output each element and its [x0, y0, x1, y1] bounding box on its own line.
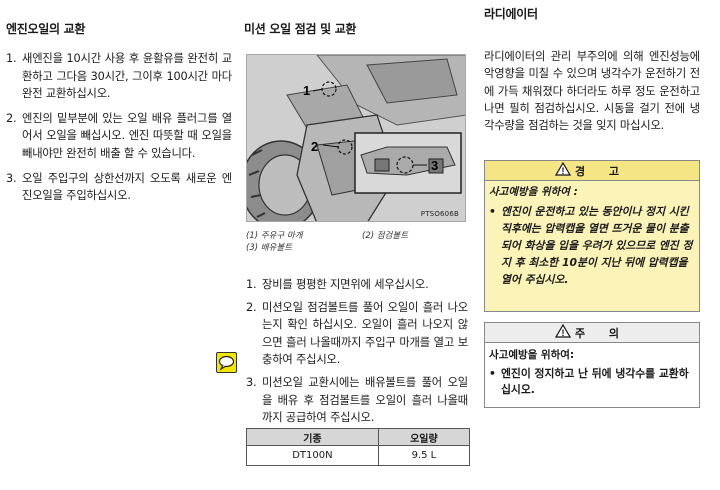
- caution-subheading: 사고예방을 위하여:: [489, 349, 575, 361]
- table-cell-oil-amount: 9.5 L: [377, 445, 471, 466]
- caution-box: ! 주 의 사고예방을 위하여: 엔진이 정지하고 난 뒤에 냉각수를 교환하십…: [484, 322, 700, 408]
- caption-1: (1) 주유구 마개: [246, 231, 303, 241]
- table-row: DT100N 9.5 L: [246, 445, 471, 466]
- warning-triangle-icon: !: [554, 161, 571, 179]
- caution-triangle-icon: !: [554, 323, 571, 341]
- list-item: 엔진이 운전하고 있는 동안이나 정지 시킨 직후에는 압력캡을 열면 뜨거운 …: [489, 203, 693, 288]
- radiator-title: 라디에이터: [484, 7, 538, 21]
- transmission-steps: 1.장비를 평평한 지면위에 세우십시오. 2.미션오일 점검볼트를 풀어 오일…: [246, 276, 468, 432]
- caption-2: (2) 점검볼트: [362, 231, 409, 241]
- caution-heading: ! 주 의: [485, 323, 699, 343]
- warning-list: 엔진이 운전하고 있는 동안이나 정지 시킨 직후에는 압력캡을 열면 뜨거운 …: [485, 199, 699, 288]
- list-item: 1.새엔진을 10시간 사용 후 윤활유를 완전히 교환하고 그다음 30시간,…: [6, 52, 232, 101]
- callout-3: 3: [431, 158, 438, 173]
- transmission-oil-title: 미션 오일 점검 및 교환: [244, 22, 357, 36]
- callout-1: 1: [303, 83, 310, 98]
- list-item: 2.미션오일 점검볼트를 풀어 오일이 흘러 나오는지 확인 하십시오. 오일이…: [246, 300, 468, 367]
- note-icon: [216, 352, 237, 373]
- warning-heading: ! 경 고: [485, 161, 699, 181]
- list-item: 3.미션오일 교환시에는 배유볼트를 풀어 오일을 배유 후 점검볼트를 오일이…: [246, 375, 468, 425]
- engine-oil-title: 엔진오일의 교환: [6, 22, 86, 36]
- engine-oil-steps: 1.새엔진을 10시간 사용 후 윤활유를 완전히 교환하고 그다음 30시간,…: [6, 50, 232, 212]
- table-header-oil-amount: 오일량: [377, 428, 471, 446]
- callout-2: 2: [311, 139, 318, 154]
- figure-code: PTSO606B: [420, 210, 459, 218]
- oil-capacity-table: 기종 오일량 DT100N 9.5 L: [246, 428, 471, 466]
- tiller-illustration: 1 2 3: [247, 55, 465, 221]
- svg-text:!: !: [561, 166, 564, 176]
- radiator-paragraph: 라디에이터의 관리 부주의에 의해 엔진성능에 악영향을 미칠 수 있으며 냉각…: [484, 50, 700, 133]
- warning-subheading: 사고예방을 위하여 :: [489, 186, 578, 198]
- list-item: 엔진이 정지하고 난 뒤에 냉각수를 교환하십시오.: [489, 366, 693, 398]
- figure-captions: (1) 주유구 마개 (2) 점검볼트 (3) 배유볼트: [246, 230, 466, 254]
- caption-3: (3) 배유볼트: [246, 243, 293, 253]
- caution-list: 엔진이 정지하고 난 뒤에 냉각수를 교환하십시오.: [485, 362, 699, 398]
- warning-box: ! 경 고 사고예방을 위하여 : 엔진이 운전하고 있는 동안이나 정지 시킨…: [484, 160, 700, 312]
- table-header-model: 기종: [246, 428, 379, 446]
- table-cell-model: DT100N: [246, 445, 379, 466]
- transmission-figure: 1 2 3 PTSO606B: [246, 54, 466, 222]
- list-item: 2.엔진의 밑부분에 있는 오일 배유 플러그를 열어서 오일을 빼십시오. 엔…: [6, 111, 232, 160]
- list-item: 1.장비를 평평한 지면위에 세우십시오.: [246, 278, 429, 291]
- svg-text:!: !: [561, 328, 564, 338]
- list-item: 3.오일 주입구의 상한선까지 오도록 새로운 엔진오일을 주입하십시오.: [6, 171, 232, 203]
